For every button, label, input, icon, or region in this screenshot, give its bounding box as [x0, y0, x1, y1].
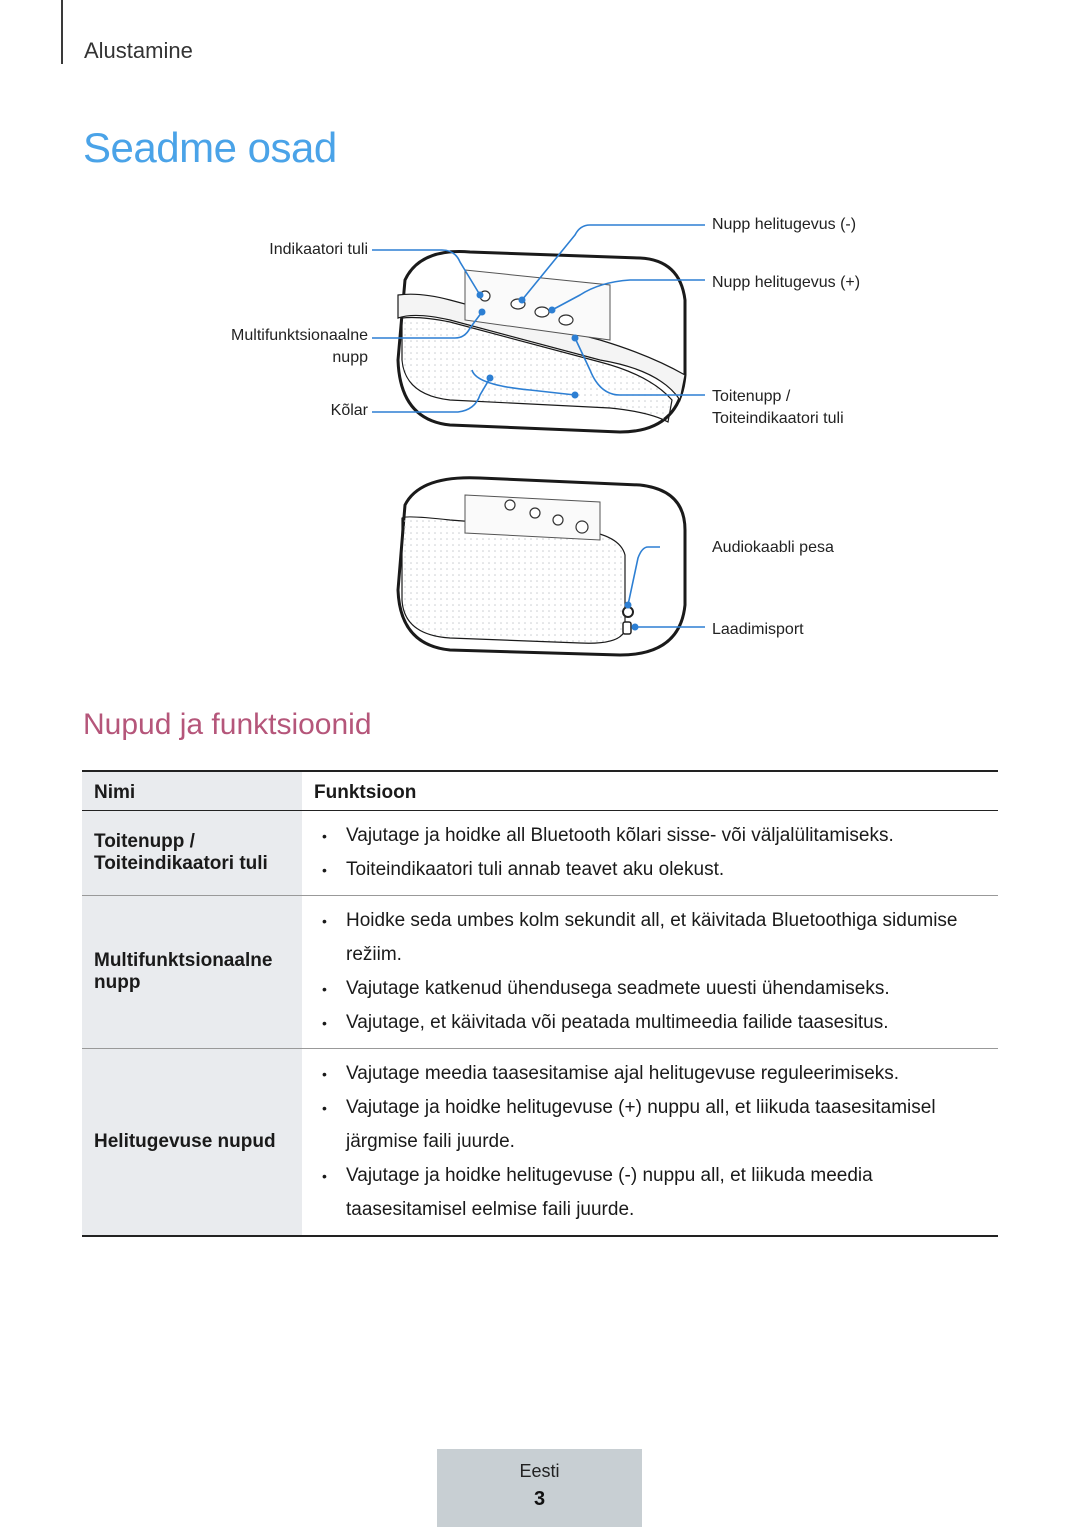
label-charging-port: Laadimisport — [712, 621, 804, 638]
speaker-top-view — [396, 250, 687, 434]
label-indicator-light: Indikaatori tuli — [269, 241, 368, 258]
row-name: Toitenupp / Toiteindikaatori tuli — [82, 810, 302, 896]
label-multifunction-line1: Multifunktsionaalne — [231, 327, 368, 344]
column-header-function: Funktsioon — [302, 770, 998, 811]
row-description: Hoidke seda umbes kolm sekundit all, et … — [302, 895, 998, 1049]
margin-rule — [61, 0, 63, 64]
label-volume-down: Nupp helitugevus (-) — [712, 216, 857, 233]
callout-dots — [476, 291, 639, 631]
speaker-illustration — [372, 224, 705, 657]
label-speaker: Kõlar — [330, 402, 368, 419]
label-multifunction-line2: nupp — [332, 349, 368, 366]
functions-table: Nimi Funktsioon Toitenupp / Toiteindikaa… — [82, 770, 998, 1237]
column-header-name: Nimi — [82, 770, 302, 811]
row-name-line1: Multifunktsionaalne — [94, 950, 273, 971]
table-row: Toitenupp / Toiteindikaatori tuli Vajuta… — [82, 810, 998, 896]
list-item: Vajutage meedia taasesitamise ajal helit… — [318, 1057, 986, 1091]
speaker-rear-view — [396, 476, 687, 657]
page-title: Seadme osad — [83, 124, 337, 171]
table-row: Multifunktsionaalne nupp Hoidke seda umb… — [82, 895, 998, 1049]
row-name: Multifunktsionaalne nupp — [82, 895, 302, 1049]
row-name: Helitugevuse nupud — [82, 1048, 302, 1237]
row-name-line1: Toitenupp / — [94, 831, 195, 852]
list-item: Vajutage katkenud ühendusega seadmete uu… — [318, 972, 986, 1006]
page-number: 3 — [533, 1488, 546, 1510]
list-item: Hoidke seda umbes kolm sekundit all, et … — [318, 904, 986, 972]
list-item: Vajutage ja hoidke all Bluetooth kõlari … — [318, 819, 986, 853]
callout-lines — [372, 224, 705, 628]
page-footer: Eesti 3 — [437, 1449, 642, 1527]
row-description: Vajutage meedia taasesitamise ajal helit… — [302, 1048, 998, 1237]
table-header-row: Nimi Funktsioon — [82, 770, 998, 811]
row-description: Vajutage ja hoidke all Bluetooth kõlari … — [302, 810, 998, 896]
row-name-line2: Toiteindikaatori tuli — [94, 853, 268, 874]
section-subtitle: Nupud ja funktsioonid — [83, 708, 372, 741]
list-item: Vajutage, et käivitada või peatada multi… — [318, 1006, 986, 1040]
table-row: Helitugevuse nupud Vajutage meedia taase… — [82, 1048, 998, 1237]
section-name: Alustamine — [84, 38, 193, 63]
device-diagram: Indikaatori tuli Multifunktsionaalne nup… — [180, 200, 920, 670]
row-name-line1: Helitugevuse nupud — [94, 1131, 276, 1152]
label-power-line2: Toiteindikaatori tuli — [712, 410, 844, 427]
row-name-line2: nupp — [94, 972, 141, 993]
list-item: Vajutage ja hoidke helitugevuse (+) nupp… — [318, 1091, 986, 1159]
list-item: Vajutage ja hoidke helitugevuse (-) nupp… — [318, 1159, 986, 1227]
footer-language: Eesti — [519, 1461, 560, 1481]
label-power-line1: Toitenupp / — [712, 388, 791, 405]
label-volume-up: Nupp helitugevus (+) — [712, 274, 861, 291]
list-item: Toiteindikaatori tuli annab teavet aku o… — [318, 853, 986, 887]
label-audio-jack: Audiokaabli pesa — [712, 539, 834, 556]
